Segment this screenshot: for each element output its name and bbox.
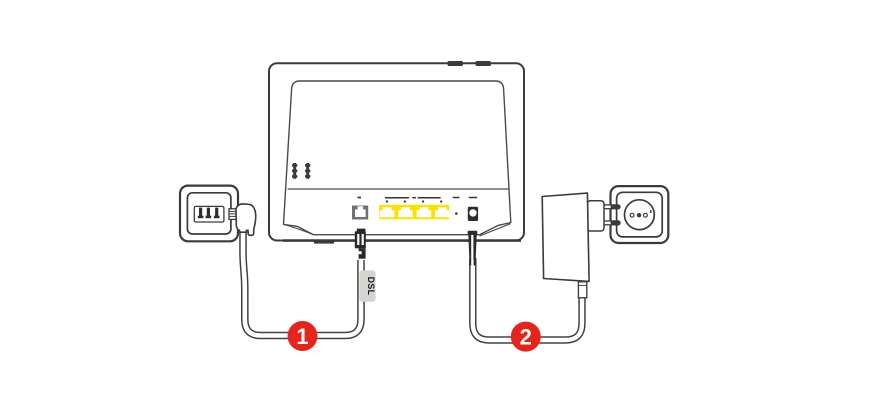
svg-text:DSL: DSL xyxy=(366,277,376,296)
svg-text:2: 2 xyxy=(520,325,532,350)
svg-text:1: 1 xyxy=(296,324,308,349)
